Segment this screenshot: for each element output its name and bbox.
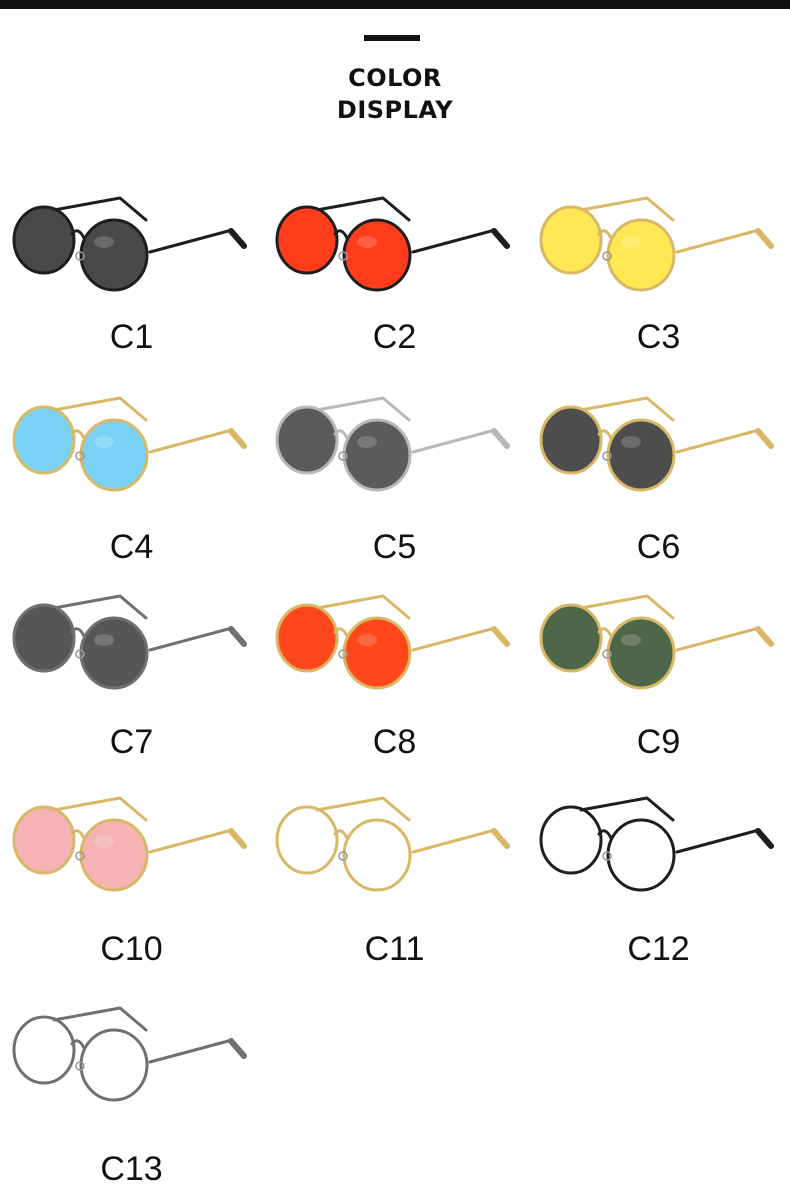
variant-label: C10 — [100, 930, 163, 968]
variant-item-c2[interactable]: C2 — [263, 190, 526, 380]
variant-item-c7[interactable]: C7 — [0, 588, 263, 778]
variant-label: C12 — [627, 930, 690, 968]
variant-label: C8 — [372, 723, 417, 761]
round-glasses-image — [539, 196, 774, 292]
round-glasses-image — [539, 796, 774, 892]
round-glasses-image — [275, 196, 510, 292]
variant-label: C3 — [636, 318, 681, 356]
round-glasses-image — [12, 796, 247, 892]
variant-label: C6 — [636, 528, 681, 566]
variant-item-c5[interactable]: C5 — [263, 390, 526, 580]
variant-item-c12[interactable]: C12 — [527, 790, 790, 980]
variant-item-c13[interactable]: C13 — [0, 1000, 263, 1190]
variant-label: C1 — [109, 318, 154, 356]
round-glasses-image — [275, 396, 510, 492]
round-glasses-image — [12, 594, 247, 690]
round-glasses-image — [539, 594, 774, 690]
variant-item-c8[interactable]: C8 — [263, 588, 526, 778]
variant-label: C7 — [109, 723, 154, 761]
variant-item-c1[interactable]: C1 — [0, 190, 263, 380]
variant-item-c10[interactable]: C10 — [0, 790, 263, 980]
variant-label: C5 — [372, 528, 417, 566]
variant-label: C4 — [109, 528, 154, 566]
variant-label: C2 — [372, 318, 417, 356]
variant-label: C11 — [364, 930, 425, 968]
round-glasses-image — [12, 396, 247, 492]
variant-label: C13 — [100, 1150, 163, 1188]
variant-item-c11[interactable]: C11 — [263, 790, 526, 980]
variant-label: C9 — [636, 723, 681, 761]
variant-item-c3[interactable]: C3 — [527, 190, 790, 380]
variant-item-c6[interactable]: C6 — [527, 390, 790, 580]
round-glasses-image — [12, 1006, 247, 1102]
heading-accent-bar — [364, 35, 420, 41]
round-glasses-image — [275, 796, 510, 892]
variant-item-c4[interactable]: C4 — [0, 390, 263, 580]
top-divider — [0, 0, 790, 9]
page-title-line2: DISPLAY — [336, 96, 454, 124]
page-title-line1: COLOR — [348, 64, 442, 92]
round-glasses-image — [275, 594, 510, 690]
round-glasses-image — [12, 196, 247, 292]
variant-item-c9[interactable]: C9 — [527, 588, 790, 778]
round-glasses-image — [539, 396, 774, 492]
